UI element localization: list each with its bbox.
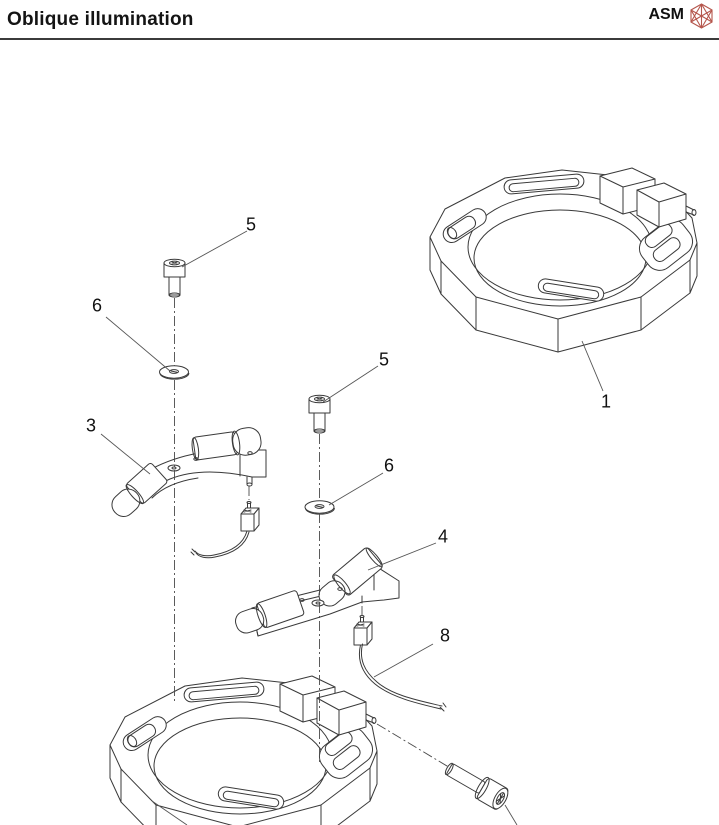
page-header: Oblique illumination ASM bbox=[0, 0, 719, 42]
lamp-arm-right bbox=[235, 547, 400, 637]
ring-mount-lower bbox=[109, 675, 379, 825]
callout-washer-6-left: 6 bbox=[91, 295, 103, 316]
cap-screw-left bbox=[163, 258, 186, 298]
assembly-centerlines bbox=[174, 298, 363, 765]
callout-cable-8: 8 bbox=[439, 625, 451, 646]
lamp-arm-left bbox=[111, 427, 267, 517]
brand: ASM bbox=[648, 2, 715, 30]
callout-screw-5-right: 5 bbox=[378, 349, 390, 370]
callout-arm-4: 4 bbox=[437, 526, 449, 547]
callout-washer-6-right: 6 bbox=[383, 455, 395, 476]
connector-right bbox=[353, 615, 373, 646]
callout-ring-1: 1 bbox=[600, 391, 612, 412]
cable-left bbox=[190, 530, 250, 559]
brand-text: ASM bbox=[648, 6, 684, 23]
callout-leader-lines bbox=[100, 230, 604, 825]
cable-right bbox=[358, 643, 447, 712]
washer-right bbox=[304, 500, 335, 515]
callout-screw-5-left: 5 bbox=[245, 214, 257, 235]
callout-arm-3: 3 bbox=[85, 415, 97, 436]
cap-screw-diagonal bbox=[444, 762, 509, 810]
cap-screw-right bbox=[308, 394, 331, 434]
washer-left bbox=[159, 365, 190, 380]
connector-left bbox=[240, 501, 260, 532]
ring-mount-body bbox=[429, 167, 698, 353]
screw-axis-centerline bbox=[376, 723, 453, 770]
asm-hexagon-logo bbox=[690, 3, 713, 29]
header-rule bbox=[0, 38, 719, 40]
page-title: Oblique illumination bbox=[7, 9, 194, 30]
